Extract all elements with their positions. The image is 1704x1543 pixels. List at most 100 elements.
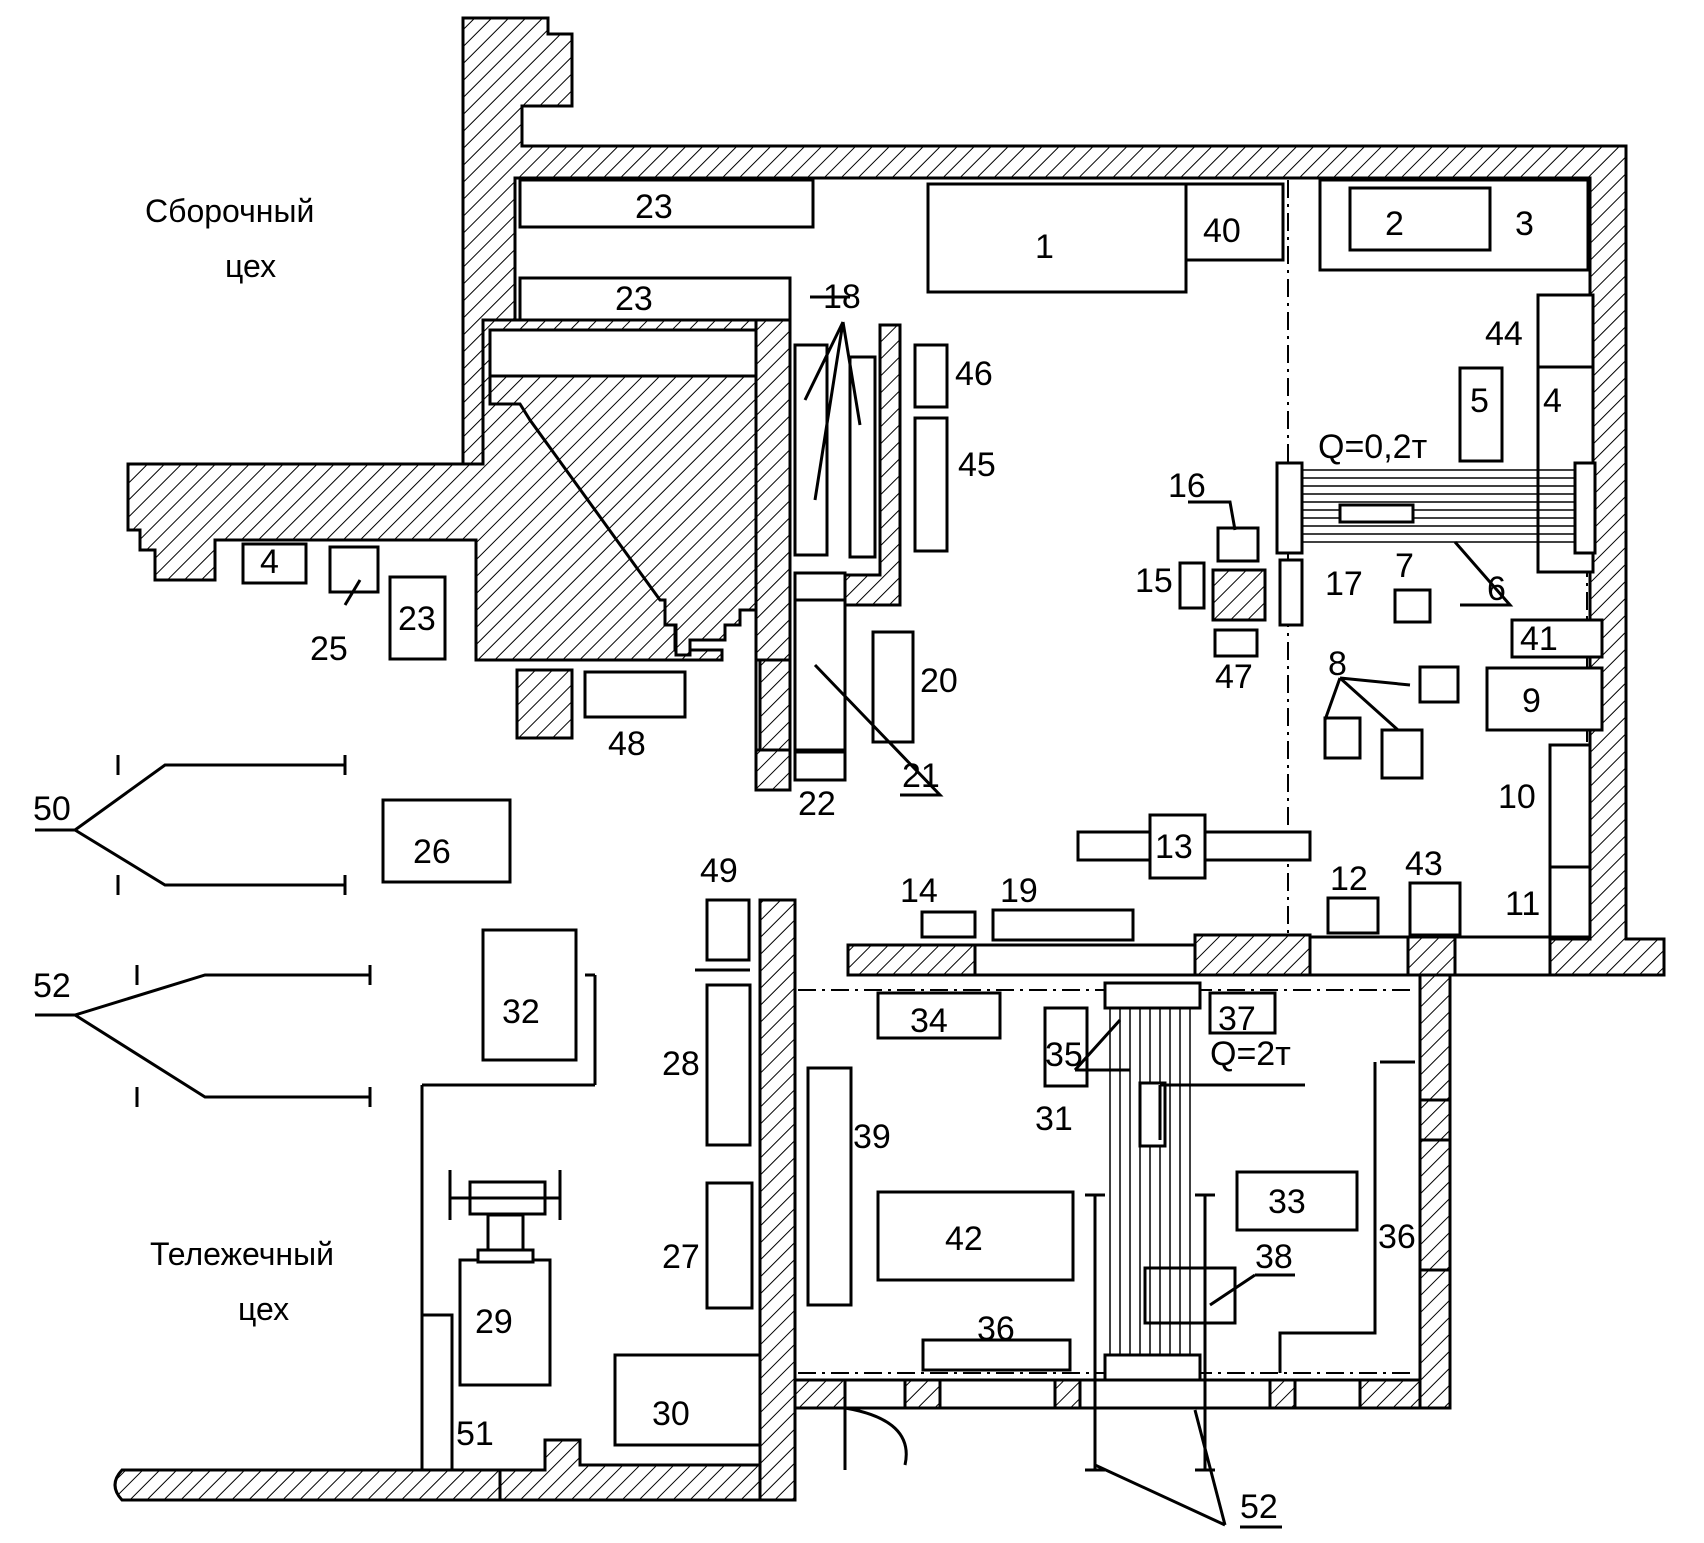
label-51: 51	[456, 1415, 494, 1453]
crane-large-top-truck	[1103, 981, 1202, 1010]
label-18: 18	[823, 278, 861, 316]
equip-40	[1184, 182, 1285, 262]
equip-32	[481, 928, 578, 1062]
crane-small-lower-truck	[1278, 558, 1304, 627]
label-9: 9	[1522, 682, 1541, 720]
equip-30	[613, 1353, 762, 1447]
equip-41	[1510, 618, 1604, 659]
label-44: 44	[1485, 315, 1523, 353]
equip-9	[1485, 666, 1604, 732]
label-34: 34	[910, 1002, 948, 1040]
rail-tracks	[35, 755, 1227, 1527]
label-27: 27	[662, 1238, 700, 1276]
label-3: 3	[1515, 205, 1534, 243]
label-40: 40	[1203, 212, 1241, 250]
equip-14	[920, 910, 977, 939]
leader-lines	[343, 295, 1514, 1529]
equip-34	[876, 991, 1002, 1040]
label-43: 43	[1405, 845, 1443, 883]
equip-35	[1043, 1006, 1089, 1088]
label-36-right: 36	[1378, 1218, 1416, 1256]
equip-47	[1213, 628, 1259, 658]
equip-15	[1178, 561, 1206, 610]
equip-25	[328, 545, 380, 594]
equip-23-top	[518, 178, 815, 229]
label-23-middle: 23	[615, 280, 653, 318]
equip-1	[926, 182, 1188, 294]
label-14: 14	[900, 872, 938, 910]
label-5: 5	[1470, 382, 1489, 420]
equip-27	[705, 1181, 754, 1310]
room-label-bogie: Тележечный цех	[150, 1236, 343, 1327]
wall-lower-bottom	[793, 1378, 847, 1410]
equip-45	[913, 416, 949, 553]
equip-4-left	[241, 542, 308, 585]
equip-16	[1216, 526, 1260, 563]
equip-51	[420, 1313, 454, 1472]
text-labels: Сборочный цех Тележечный цех Q=0,2т Q=2т…	[33, 188, 1562, 1526]
equip-44	[1536, 293, 1595, 369]
equip-39	[806, 1066, 853, 1307]
label-28: 28	[662, 1045, 700, 1083]
label-39: 39	[853, 1118, 891, 1156]
label-7: 7	[1395, 547, 1414, 585]
label-46: 46	[955, 355, 993, 393]
label-50: 50	[33, 790, 71, 828]
label-41: 41	[1520, 620, 1558, 658]
label-11: 11	[1505, 885, 1540, 923]
label-23-top: 23	[635, 188, 673, 226]
label-42: 42	[945, 1220, 983, 1258]
label-45: 45	[958, 446, 996, 484]
label-1: 1	[1035, 228, 1054, 266]
equip-49	[705, 898, 751, 962]
label-17: 17	[1325, 565, 1363, 603]
swing-door	[843, 1406, 908, 1470]
door-pier-2	[1053, 1378, 1082, 1410]
equip-42	[876, 1190, 1075, 1282]
label-10: 10	[1498, 778, 1536, 816]
label-52-left: 52	[33, 967, 71, 1005]
wall-bottom-left-step	[498, 1438, 762, 1502]
equip-36-bottom	[921, 1338, 1072, 1372]
label-8: 8	[1328, 645, 1347, 683]
label-25: 25	[310, 630, 348, 668]
wall-middle-right	[1406, 935, 1457, 977]
track-52-bottom	[1085, 1193, 1227, 1527]
equip-48-hatched	[515, 668, 574, 740]
label-35: 35	[1045, 1036, 1083, 1074]
label-2: 2	[1385, 205, 1404, 243]
label-47: 47	[1215, 658, 1253, 696]
crane-small	[1275, 461, 1597, 627]
wall-corridor-right	[754, 318, 792, 792]
equip-28	[705, 983, 752, 1147]
label-4-left: 4	[260, 543, 279, 581]
crane-capacity-large: Q=2т	[1210, 1035, 1291, 1073]
equip-23-middle	[518, 276, 792, 322]
equip-8-c	[1380, 728, 1424, 780]
label-30: 30	[652, 1395, 690, 1433]
equip-17	[1211, 568, 1267, 622]
equip-43	[1408, 881, 1462, 937]
label-36-bottom: 36	[977, 1310, 1015, 1348]
equip-2	[1348, 186, 1492, 252]
label-49: 49	[700, 852, 738, 890]
equip-5	[1458, 366, 1504, 463]
label-31: 31	[1035, 1100, 1073, 1138]
label-33: 33	[1268, 1183, 1306, 1221]
equip-12	[1326, 896, 1380, 935]
track-52-left	[35, 965, 372, 1107]
equip-11	[1548, 865, 1592, 939]
crane-small-right-truck	[1573, 461, 1597, 555]
equip-33	[1235, 1170, 1359, 1232]
equip-8-b	[1323, 716, 1362, 760]
equip-36-right	[1278, 1060, 1415, 1373]
crane-large-bridge	[1109, 1008, 1191, 1355]
label-16: 16	[1168, 467, 1206, 505]
pier-lower-right-2	[1418, 1268, 1452, 1410]
label-20: 20	[920, 662, 958, 700]
equip-26	[381, 798, 512, 884]
press-29-frame	[448, 1170, 562, 1264]
building-walls	[113, 16, 1666, 1502]
wall-bogie-right	[758, 898, 797, 1502]
wall-inner-L	[488, 374, 762, 657]
